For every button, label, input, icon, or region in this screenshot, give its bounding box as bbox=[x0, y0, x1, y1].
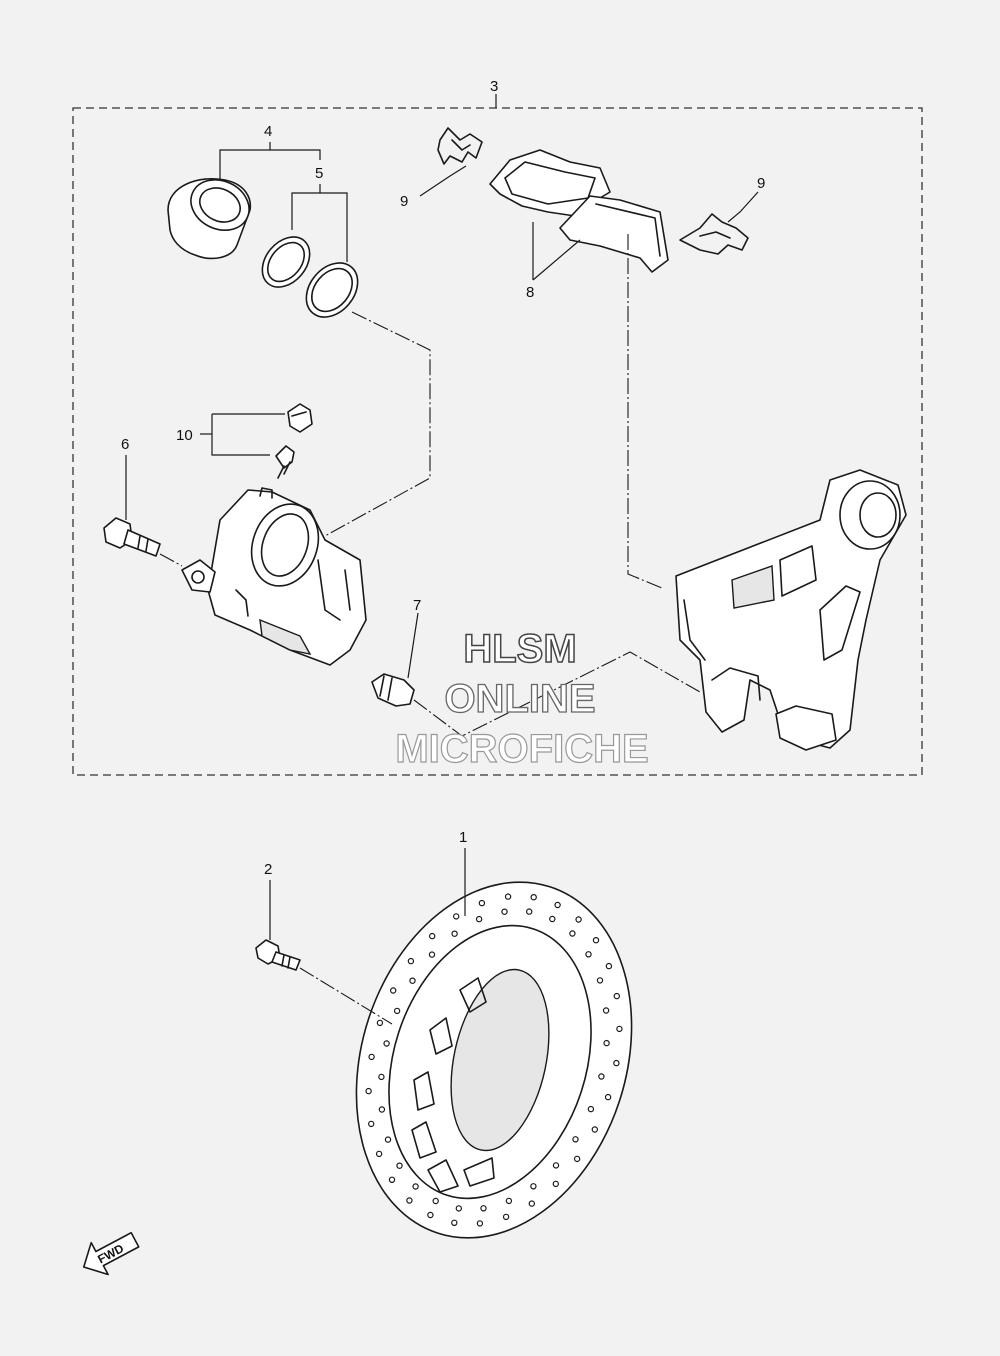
disc-hole bbox=[613, 992, 621, 1000]
disc-hole bbox=[526, 908, 533, 915]
disc-hole bbox=[388, 1176, 396, 1184]
disc-hole bbox=[616, 1025, 623, 1033]
slide-pin-boot: 7 bbox=[371, 597, 421, 707]
callout-3: 3 bbox=[490, 78, 498, 95]
disc-slots bbox=[411, 977, 495, 1193]
disc-hole bbox=[378, 1073, 385, 1081]
disc-hole bbox=[501, 908, 508, 915]
piston-seal bbox=[261, 236, 311, 288]
disc-hole bbox=[429, 932, 436, 940]
disc-hole bbox=[406, 1197, 413, 1204]
assembly-line-pad bbox=[627, 234, 663, 589]
disc-hole bbox=[587, 1105, 595, 1113]
disc-hole bbox=[602, 1007, 610, 1014]
disc-hole bbox=[407, 957, 415, 965]
disc-hole bbox=[569, 930, 576, 937]
disc-hole bbox=[478, 899, 486, 907]
callout-9-left: 9 bbox=[400, 193, 408, 210]
disc-hole bbox=[591, 1126, 599, 1133]
pad-spring-right: 9 bbox=[679, 175, 765, 255]
disc-hole bbox=[375, 1150, 383, 1158]
disc-hole bbox=[549, 915, 556, 923]
disc-hole bbox=[505, 1197, 513, 1205]
callout-1: 1 bbox=[459, 829, 467, 846]
disc-hole bbox=[453, 913, 460, 920]
disc-hole bbox=[554, 901, 561, 909]
disc-hole bbox=[455, 1205, 462, 1212]
disc-drill-holes bbox=[365, 893, 623, 1227]
disc-hole bbox=[530, 894, 537, 901]
disc-hole bbox=[368, 1120, 375, 1128]
brake-disc: 1 bbox=[355, 829, 633, 1239]
callout-5: 5 bbox=[315, 165, 323, 182]
watermark: HLSM ONLINE MICROFICHE bbox=[395, 626, 650, 771]
caliper-body bbox=[181, 487, 367, 666]
disc-hole bbox=[451, 930, 458, 937]
disc-hole bbox=[528, 1200, 536, 1207]
disc-hole bbox=[409, 977, 416, 984]
assembly-line-piston bbox=[324, 311, 431, 537]
slide-pin-bolt: 6 bbox=[103, 436, 161, 557]
dust-seal bbox=[305, 262, 359, 318]
disc-hole bbox=[412, 1183, 419, 1190]
disc-hole bbox=[585, 951, 592, 958]
disc-hole bbox=[476, 1220, 484, 1227]
disc-hole bbox=[596, 977, 604, 984]
pad-spring-left: 9 bbox=[400, 127, 483, 210]
disc-hole bbox=[552, 1162, 560, 1169]
callout-7: 7 bbox=[413, 597, 421, 614]
disc-hole bbox=[552, 1180, 560, 1188]
disc-hole bbox=[604, 1093, 612, 1101]
disc-hole bbox=[428, 951, 436, 958]
disc-hole bbox=[383, 1040, 390, 1047]
disc-hole bbox=[480, 1205, 487, 1212]
assembly-line-bolt bbox=[159, 553, 183, 567]
disc-hole bbox=[390, 987, 397, 994]
caliper-assembly-boundary bbox=[72, 107, 923, 776]
forward-direction-arrow: FWD bbox=[82, 1231, 140, 1276]
disc-hole bbox=[432, 1197, 439, 1205]
disc-hole bbox=[396, 1162, 403, 1169]
watermark-line-3: MICROFICHE bbox=[395, 727, 648, 771]
disc-hole bbox=[451, 1219, 458, 1227]
disc-hole bbox=[378, 1106, 386, 1113]
disc-hole bbox=[530, 1183, 537, 1190]
disc-hole bbox=[365, 1087, 372, 1095]
callout-6: 6 bbox=[121, 436, 129, 453]
watermark-line-1: HLSM bbox=[463, 627, 576, 671]
disc-hole bbox=[575, 916, 582, 923]
callout-4-group: 4 bbox=[219, 123, 321, 185]
disc-hole bbox=[502, 1213, 510, 1221]
callout-2: 2 bbox=[264, 861, 272, 878]
disc-hole bbox=[504, 893, 512, 900]
disc-hole bbox=[475, 915, 483, 923]
disc-hole bbox=[592, 937, 600, 944]
brake-pads: 8 bbox=[489, 149, 669, 301]
disc-hole bbox=[384, 1136, 392, 1143]
callout-5-group: 5 bbox=[291, 165, 348, 262]
callout-9-right: 9 bbox=[757, 175, 765, 192]
assembly-line-disc-bolt bbox=[299, 967, 393, 1025]
disc-hole bbox=[573, 1155, 581, 1163]
watermark-line-2: ONLINE bbox=[444, 677, 595, 721]
disc-bolt: 2 bbox=[255, 861, 393, 1025]
disc-hole bbox=[605, 962, 613, 970]
disc-hole bbox=[368, 1053, 375, 1061]
disc-hole bbox=[572, 1136, 579, 1143]
disc-hole bbox=[598, 1073, 605, 1080]
disc-hole bbox=[376, 1019, 384, 1027]
piston bbox=[167, 178, 252, 260]
callout-10: 10 bbox=[176, 427, 193, 444]
assembly-line-boot bbox=[413, 651, 701, 737]
bleed-screw-set: 10 bbox=[176, 403, 313, 479]
disc-hole bbox=[603, 1039, 610, 1047]
callout-8: 8 bbox=[526, 284, 534, 301]
caliper-bracket bbox=[675, 469, 907, 751]
disc-hole bbox=[393, 1007, 401, 1015]
disc-hole bbox=[427, 1211, 434, 1219]
callout-4: 4 bbox=[264, 123, 272, 140]
disc-hole bbox=[613, 1059, 620, 1067]
